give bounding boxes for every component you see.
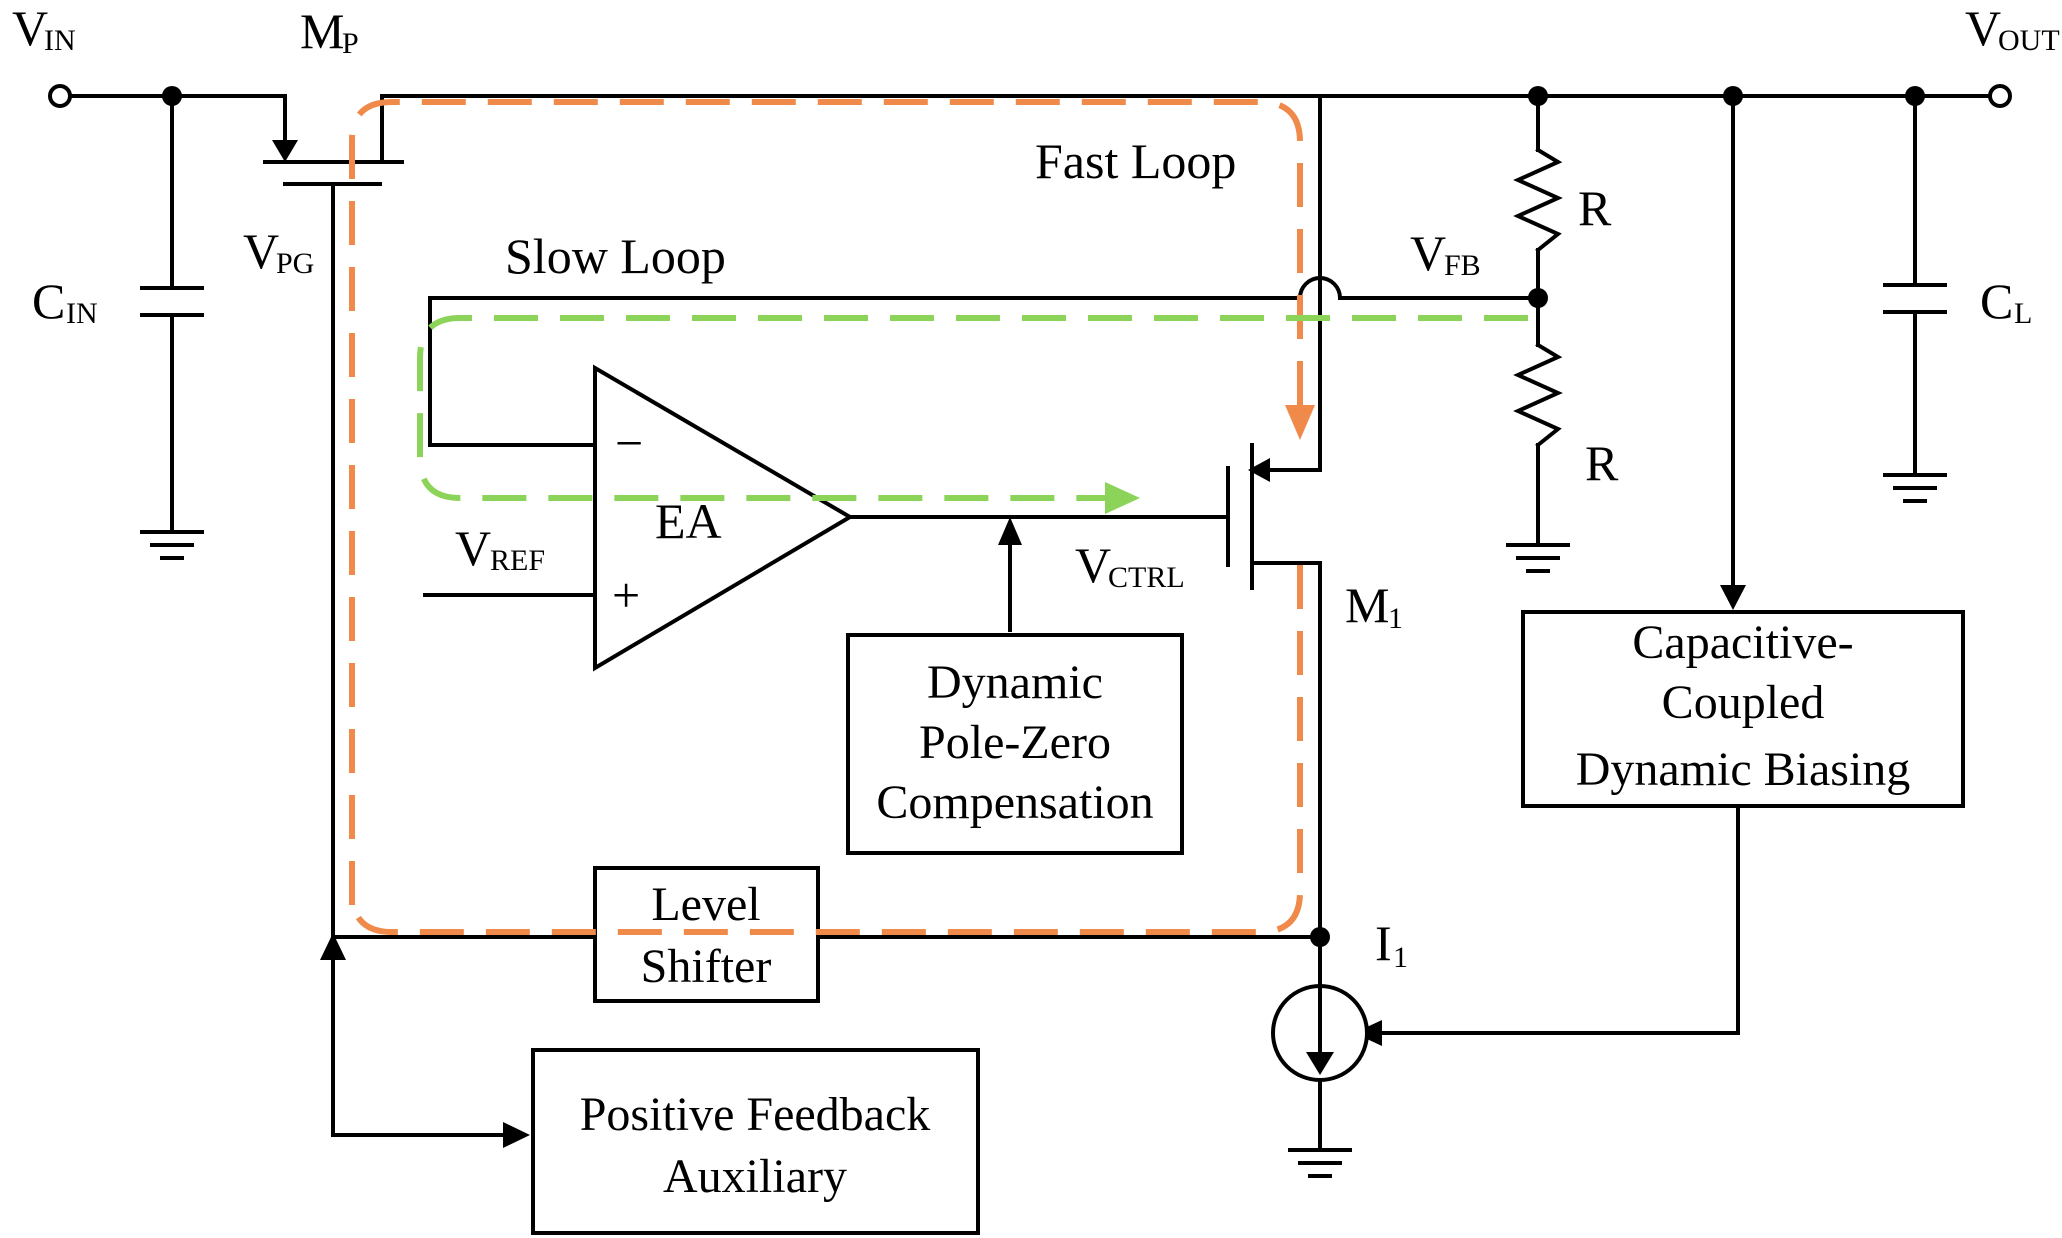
vref-label-sub: REF <box>490 544 545 577</box>
resistor-top <box>1513 147 1563 253</box>
i1-label-main: I <box>1375 915 1392 971</box>
vref-label: V REF <box>455 520 545 577</box>
vctrl-label-sub: CTRL <box>1108 561 1185 594</box>
dpz-line-1: Dynamic <box>927 656 1103 709</box>
ea-minus-sign: − <box>615 415 643 471</box>
m1-label: M 1 <box>1345 577 1403 635</box>
cl-label-sub: L <box>2014 297 2032 330</box>
dpz-line-2: Pole-Zero <box>919 716 1111 769</box>
fast-loop-path <box>349 99 1315 935</box>
vfb-label-main: V <box>1410 225 1446 281</box>
cl-label-main: C <box>1980 273 2013 329</box>
m1-label-main: M <box>1345 577 1389 633</box>
ground-i1 <box>1288 1148 1352 1178</box>
vin-label-main: V <box>12 0 48 56</box>
i1-label: I 1 <box>1375 915 1408 974</box>
mp-label-sub: P <box>342 27 359 60</box>
mp-label-main: M <box>300 3 344 59</box>
ground-cl <box>1883 473 1947 503</box>
vpg-label-main: V <box>243 223 279 279</box>
capacitive-biasing-block: Capacitive- Coupled Dynamic Biasing <box>1521 610 1965 808</box>
mp-label: M P <box>300 3 359 60</box>
vin-label-sub: IN <box>44 24 76 57</box>
vout-label-main: V <box>1965 0 2001 56</box>
m1-label-sub: 1 <box>1388 602 1403 635</box>
cin-label: C IN <box>32 273 98 330</box>
vpg-label-sub: PG <box>276 247 314 280</box>
level-shifter-line-2: Shifter <box>641 940 772 993</box>
slow-loop-label: Slow Loop <box>505 228 726 284</box>
vfb-label: V FB <box>1410 225 1481 282</box>
cin-label-main: C <box>32 273 65 329</box>
slow-loop-arrow <box>1105 482 1140 514</box>
vpg-label: V PG <box>243 223 314 280</box>
junction-dot <box>162 86 182 106</box>
resistor-top-label: R <box>1578 180 1612 236</box>
dpz-line-3: Compensation <box>876 776 1153 829</box>
positive-feedback-block: Positive Feedback Auxiliary <box>531 1048 980 1235</box>
ea-label: EA <box>655 493 722 549</box>
vin-label: V IN <box>12 0 76 57</box>
vin-terminal <box>48 84 72 108</box>
ea-plus-sign: + <box>612 567 640 623</box>
slow-loop-path <box>417 315 1528 514</box>
i1-label-sub: 1 <box>1393 941 1408 974</box>
vref-label-main: V <box>455 520 491 576</box>
biasing-line-1: Capacitive- <box>1632 616 1853 669</box>
cl-label: C L <box>1980 273 2032 330</box>
vout-label-sub: OUT <box>1998 24 2060 57</box>
junction-dot <box>1528 288 1548 308</box>
junction-dot <box>1310 927 1330 947</box>
fast-loop-arrow <box>1285 405 1315 440</box>
wires <box>68 94 1992 1152</box>
pos-feedback-line-2: Auxiliary <box>663 1150 847 1203</box>
biasing-line-2: Coupled <box>1662 676 1825 729</box>
vctrl-label-main: V <box>1075 537 1111 593</box>
resistor-bottom-label: R <box>1585 435 1619 491</box>
ground-r <box>1506 543 1570 573</box>
vout-label: V OUT <box>1965 0 2060 57</box>
junction-dot <box>1905 86 1925 106</box>
vout-terminal <box>1988 84 2012 108</box>
current-source-i1 <box>1271 984 1369 1082</box>
pos-feedback-line-1: Positive Feedback <box>580 1088 931 1141</box>
resistor-bottom <box>1513 342 1563 448</box>
ground-cin <box>140 530 204 560</box>
dynamic-pole-zero-block: Dynamic Pole-Zero Compensation <box>846 633 1184 855</box>
cin-label-sub: IN <box>66 297 98 330</box>
biasing-line-3: Dynamic Biasing <box>1576 743 1911 796</box>
fast-loop-label: Fast Loop <box>1035 133 1236 189</box>
vctrl-label: V CTRL <box>1075 537 1185 594</box>
vfb-label-sub: FB <box>1444 249 1481 282</box>
junction-dot <box>1528 86 1548 106</box>
error-amplifier: − + EA <box>593 364 854 672</box>
junction-dot <box>1723 86 1743 106</box>
level-shifter-line-1: Level <box>651 878 760 931</box>
